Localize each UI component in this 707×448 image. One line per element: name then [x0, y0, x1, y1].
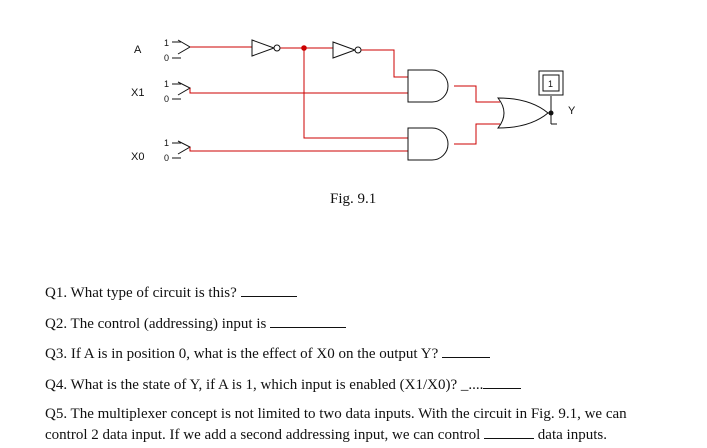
- wire-a-tap: [303, 48, 408, 139]
- input-label-x0: X0: [131, 151, 144, 163]
- svg-text:0: 0: [164, 153, 169, 163]
- junction-dot: [301, 45, 307, 51]
- answer-blank-1[interactable]: [240, 282, 297, 297]
- wire-a-buf-out: [359, 49, 408, 78]
- svg-text:1: 1: [164, 138, 169, 148]
- input-label-x1: X1: [131, 87, 144, 99]
- wire-and1-out: [454, 85, 500, 103]
- switch-x1[interactable]: 1 0: [164, 79, 192, 104]
- question-5: Q5. The multiplexer concept is not limit…: [45, 405, 627, 445]
- svg-text:1: 1: [164, 38, 169, 48]
- question-1: Q1. What type of circuit is this?: [45, 282, 297, 303]
- inverter-gate-1: [251, 39, 281, 57]
- question-5-line-2: control 2 data input. If we add a second…: [45, 424, 627, 445]
- output-node: [548, 110, 554, 116]
- switch-x0[interactable]: 1 0: [164, 138, 192, 163]
- and-gate-1: [407, 69, 449, 103]
- answer-blank-5[interactable]: [484, 424, 535, 439]
- switch-a[interactable]: 1 0: [164, 38, 191, 63]
- answer-blank-3[interactable]: [442, 343, 491, 358]
- wire-and2-out: [454, 123, 500, 145]
- svg-text:0: 0: [164, 94, 169, 104]
- question-1-text: Q1. What type of circuit is this?: [45, 285, 237, 301]
- wires: [189, 46, 500, 152]
- question-3-text: Q3. If A is in position 0, what is the e…: [45, 346, 439, 362]
- answer-blank-4[interactable]: [483, 374, 522, 389]
- wire-x0: [189, 147, 408, 152]
- output-label-y: Y: [568, 105, 576, 117]
- question-2: Q2. The control (addressing) input is: [45, 313, 347, 334]
- input-label-a: A: [134, 44, 142, 56]
- wire-x1: [189, 88, 408, 94]
- question-2-text: Q2. The control (addressing) input is: [45, 316, 267, 332]
- svg-text:1: 1: [164, 79, 169, 89]
- question-5-line-1: Q5. The multiplexer concept is not limit…: [45, 406, 627, 422]
- question-4-text: Q4. What is the state of Y, if A is 1, w…: [45, 377, 484, 393]
- or-gate: [496, 97, 549, 129]
- question-5-text-a: control 2 data input. If we add a second…: [45, 427, 481, 443]
- figure-caption: Fig. 9.1: [330, 191, 377, 207]
- inverter-gate-2: [332, 41, 362, 59]
- svg-text:0: 0: [164, 53, 169, 63]
- answer-blank-2[interactable]: [270, 313, 347, 328]
- logic-circuit-diagram: A X1 X0 1 0 1 0 1 0: [131, 38, 576, 163]
- question-4: Q4. What is the state of Y, if A is 1, w…: [45, 374, 522, 395]
- and-gate-2: [407, 127, 449, 161]
- output-probe-value: 1: [548, 79, 553, 89]
- output-probe-inner: [542, 74, 560, 92]
- question-5-text-b: data inputs.: [537, 427, 607, 443]
- question-3: Q3. If A is in position 0, what is the e…: [45, 343, 491, 364]
